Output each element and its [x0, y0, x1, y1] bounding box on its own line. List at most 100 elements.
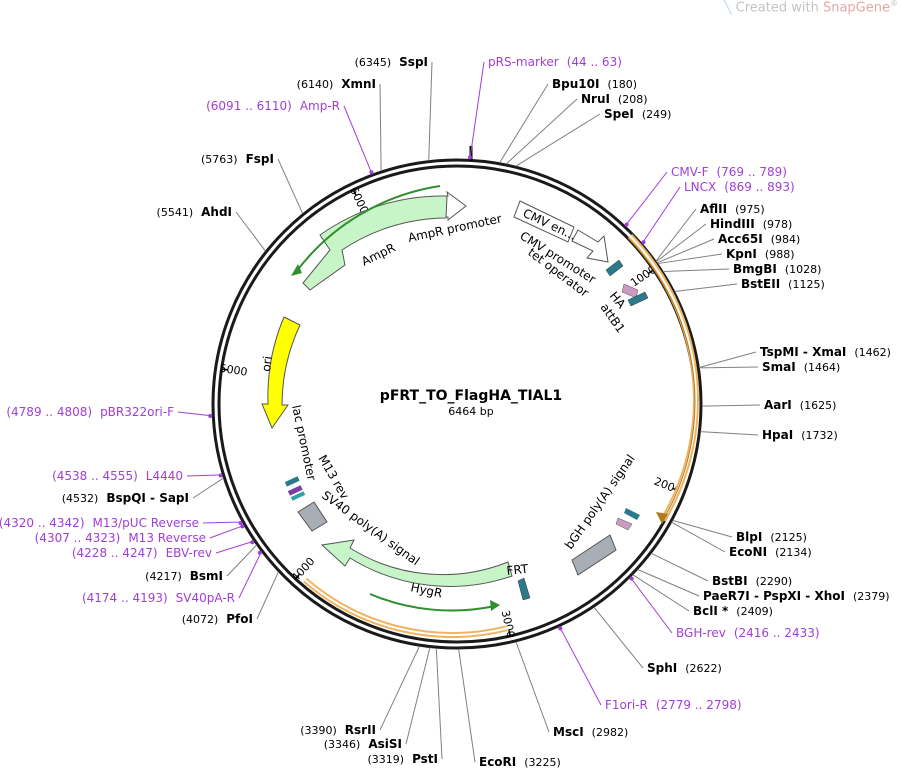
primer-label-m13-puc-reverse[interactable]: (4320 .. 4342)M13/pUC Reverse — [0, 516, 199, 530]
enzyme-label-aari[interactable]: AarI(1625) — [764, 398, 836, 412]
enzyme-label-hpai[interactable]: HpaI(1732) — [762, 428, 838, 442]
primer-leader-pbr322ori-f — [177, 411, 213, 417]
enzyme-name: BstBI — [712, 574, 748, 588]
enzyme-label-rsrii[interactable]: (3390)RsrII — [300, 723, 376, 737]
enzyme-pos: (6140) — [297, 78, 334, 91]
primer-label-ebv-rev[interactable]: (4228 .. 4247) EBV-rev — [72, 546, 212, 560]
lac-promoter-marker[interactable] — [284, 476, 300, 487]
lac-operator-marker[interactable] — [290, 491, 306, 501]
bgh-marker-teal[interactable] — [624, 508, 640, 520]
enzyme-label-blpi[interactable]: BlpI (2125) — [736, 530, 807, 544]
enzyme-pos: (975) — [735, 203, 765, 216]
primer-name: EBV-rev — [166, 546, 212, 560]
enzyme-pos: (5541) — [157, 206, 194, 219]
enzyme-pos: (180) — [607, 78, 637, 91]
enzyme-name: AflII — [700, 202, 727, 216]
enzyme-pos: (2134) — [775, 546, 812, 559]
bgh-polya-box[interactable] — [571, 534, 617, 576]
enzyme-label-msci[interactable]: MscI(2982) — [553, 725, 628, 739]
enzyme-label-fspi[interactable]: (5763)FspI — [201, 152, 274, 166]
ampr-orf-line — [295, 185, 441, 273]
cmv-promoter-arrow[interactable] — [571, 229, 609, 263]
enzyme-label-aflii[interactable]: AflII (975) — [700, 202, 765, 216]
enzyme-name: PfoI — [226, 612, 253, 626]
ampr-arrow[interactable] — [302, 195, 448, 291]
enzyme-label-bsteii[interactable]: BstEII(1125) — [741, 277, 825, 291]
cmv-enhancer-box[interactable] — [513, 200, 575, 243]
feature-label-bgh-polya: bGH poly(A) signal — [562, 452, 638, 552]
m13-rev-marker[interactable] — [287, 485, 303, 496]
enzyme-pos: (3346) — [324, 738, 361, 751]
enzyme-label-psti[interactable]: (3319)PstI — [367, 752, 438, 766]
frt-marker[interactable] — [517, 577, 531, 601]
primer-label-amp-r[interactable]: (6091 .. 6110)Amp-R — [206, 99, 340, 113]
enzyme-label-bsmi[interactable]: (4217)BsmI — [145, 569, 223, 583]
enzyme-label-acc65i[interactable]: Acc65I(984) — [718, 232, 800, 246]
primer-label-sv40pa-r[interactable]: (4174 .. 4193)SV40pA-R — [82, 591, 235, 605]
enzyme-label-tspmi-xmai[interactable]: TspMI - XmaI(1462) — [760, 345, 891, 359]
ori-arrow[interactable] — [261, 316, 301, 430]
primer-range: (4228 .. 4247) — [72, 546, 158, 560]
primer-label-bgh-rev[interactable]: BGH-rev(2416 .. 2433) — [676, 626, 820, 640]
enzyme-label-bpu10i[interactable]: Bpu10I(180) — [552, 77, 637, 91]
primer-leader-cmv-f — [624, 171, 668, 227]
primer-range: (2416 .. 2433) — [734, 626, 820, 640]
enzyme-label-smai[interactable]: SmaI(1464) — [762, 360, 840, 374]
enzyme-leader-bpu10i — [499, 83, 549, 164]
insert-orf-arrowhead — [656, 512, 668, 524]
enzyme-label-bcli[interactable]: BclI *(2409) — [693, 604, 773, 618]
enzyme-label-asisi[interactable]: (3346)AsiSI — [324, 737, 402, 751]
enzyme-label-paer7i-pspxi-xhoi[interactable]: PaeR7I - PspXI - XhoI(2379) — [703, 589, 890, 603]
enzyme-label-bmgbi[interactable]: BmgBI(1028) — [733, 262, 821, 276]
primer-label-m13-reverse[interactable]: (4307 .. 4323)M13 Reverse — [35, 531, 206, 545]
enzyme-pos: (988) — [765, 248, 795, 261]
hygr-arrow[interactable] — [320, 539, 513, 587]
enzyme-label-sphi[interactable]: SphI(2622) — [647, 661, 722, 675]
enzyme-label-ahdi[interactable]: (5541) AhdI — [157, 205, 232, 219]
enzyme-label-bspqi-sapi[interactable]: (4532)BspQI - SapI — [62, 491, 189, 505]
primer-label-pbr322ori-f[interactable]: (4789 .. 4808)pBR322ori-F — [6, 405, 174, 419]
primer-leader-sv40pa-r — [238, 551, 262, 599]
primer-site-amp-r — [369, 170, 374, 175]
primer-label-l4440[interactable]: (4538 .. 4555)L4440 — [52, 469, 183, 483]
enzyme-label-sspi[interactable]: (6345)SspI — [355, 55, 428, 69]
enzyme-pos: (2125) — [770, 531, 807, 544]
enzyme-name: AhdI — [201, 205, 232, 219]
enzyme-leader-xmni — [379, 83, 382, 172]
enzyme-label-pfoi[interactable]: (4072)PfoI — [182, 612, 253, 626]
enzyme-label-ecori[interactable]: EcoRI(3225) — [479, 755, 561, 769]
enzyme-leader-acc65i — [657, 238, 715, 264]
primer-label-lncx[interactable]: LNCX(869 .. 893) — [684, 180, 795, 194]
enzyme-label-hindiii[interactable]: HindIII(978) — [710, 217, 792, 231]
enzyme-label-kpni[interactable]: KpnI(988) — [726, 247, 795, 261]
primer-label-cmv-f[interactable]: CMV-F(769 .. 789) — [671, 165, 787, 179]
primer-label-f1ori-r[interactable]: F1ori-R(2779 .. 2798) — [605, 698, 742, 712]
bgh-marker-pink[interactable] — [615, 517, 633, 531]
primer-name: pRS-marker — [488, 55, 559, 69]
tet-operator-marker[interactable] — [605, 259, 624, 277]
snapgene-watermark: ╲ Created with SnapGene® — [724, 0, 898, 15]
plasmid-length: 6464 bp — [448, 405, 493, 418]
sv40-polya-box[interactable] — [297, 501, 328, 532]
enzyme-pos: (4217) — [145, 570, 182, 583]
tick-mark — [352, 189, 357, 196]
watermark-brand: SnapGene — [822, 0, 890, 16]
feature-label-lac-promoter: lac promoter — [289, 404, 319, 482]
enzyme-leader-kpni — [657, 253, 723, 265]
enzyme-label-nrui[interactable]: NruI(208) — [581, 92, 648, 106]
enzyme-label-econi[interactable]: EcoNI(2134) — [729, 545, 812, 559]
enzyme-leader-ahdi — [235, 211, 266, 252]
primer-range: (4789 .. 4808) — [6, 405, 92, 419]
attb1-marker[interactable] — [627, 291, 649, 307]
enzyme-leader-asisi — [405, 647, 431, 745]
enzyme-leader-ecori — [458, 648, 476, 763]
primer-name: LNCX — [684, 180, 716, 194]
enzyme-label-xmni[interactable]: (6140)XmnI — [297, 77, 376, 91]
enzyme-name: BlpI — [736, 530, 762, 544]
enzyme-name: PaeR7I - PspXI - XhoI — [703, 589, 845, 603]
feature-label-hygr: HygR — [409, 580, 443, 600]
primer-leader-lncx — [641, 186, 681, 244]
enzyme-label-spei[interactable]: SpeI(249) — [604, 107, 671, 121]
primer-label-prs-marker[interactable]: pRS-marker(44 .. 63) — [488, 55, 622, 69]
enzyme-label-bstbi[interactable]: BstBI(2290) — [712, 574, 792, 588]
